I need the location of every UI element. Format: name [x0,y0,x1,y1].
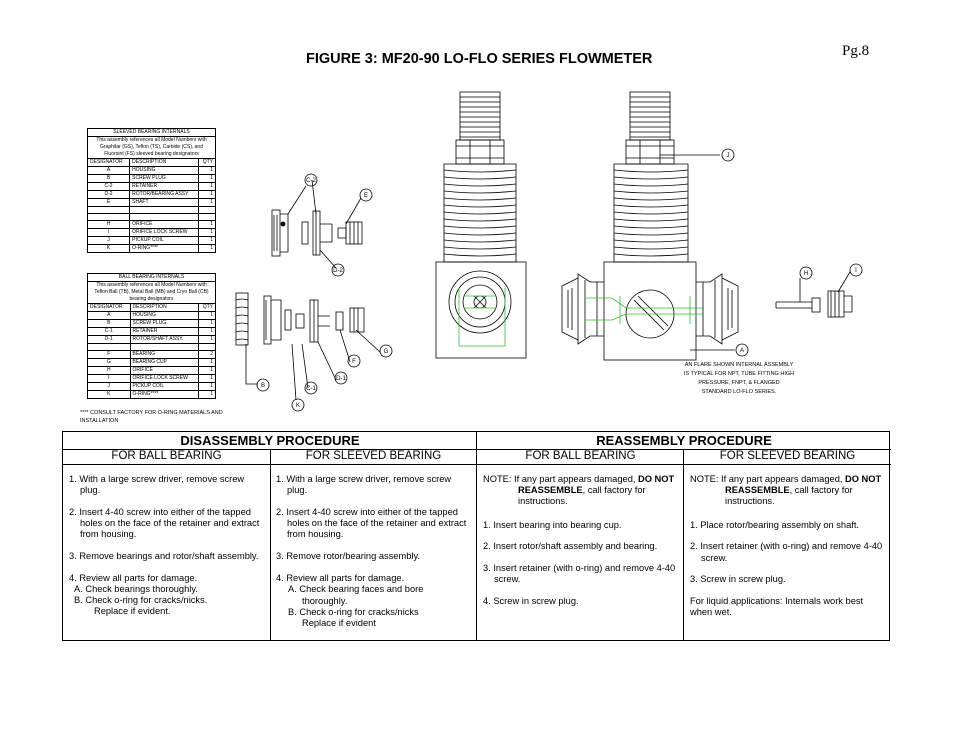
ball-table-note: This assembly references all Model Numbe… [87,281,216,304]
table-row [86,206,217,214]
callout-c2: C-2 [306,178,316,184]
col-description: DESCRIPTION [129,158,199,167]
col-designator: DESIGNATOR [87,303,131,312]
meter-left-drawing [435,91,527,359]
procedure-table: DISASSEMBLY PROCEDURE REASSEMBLY PROCEDU… [62,431,891,641]
ball-table-title: BALL BEARING INTERNALS [87,273,216,282]
sleeved-bearing-table: SLEEVED BEARING INTERNALS This assembly … [86,128,217,253]
callout-g: G [384,349,389,355]
callout-d2: D-2 [333,268,343,274]
reassembly-sleeved-subheading: FOR SLEEVED BEARING [684,449,891,465]
table-row [87,343,217,351]
callout-leaders [245,154,851,401]
page-number: Pg.8 [842,43,870,59]
col-qty: QTY [197,158,217,167]
col-qty: QTY [197,303,217,312]
column-divider [270,449,271,641]
flowmeter-drawing: C-2 E D-2 F G D-1 B C-1 K J A H I [235,91,863,412]
callout-c1: C-1 [306,386,316,392]
ball-bearing-table: BALL BEARING INTERNALS This assembly ref… [87,273,217,399]
col-designator: DESIGNATOR [86,158,131,167]
ball-internals-drawing [235,292,365,346]
disassembly-heading: DISASSEMBLY PROCEDURE [63,432,477,450]
callout-f: F [352,359,356,365]
disassembly-ball-steps: 1. With a large screw driver, remove scr… [69,474,260,617]
table-row [86,213,217,221]
callout-a: A [740,348,744,354]
column-divider [683,449,684,641]
callout-h: H [804,271,808,277]
o-ring-consult-note: **** CONSULT FACTORY FOR O-RING MATERIAL… [80,410,223,424]
callout-b: B [261,383,265,389]
col-description: DESCRIPTION [129,303,199,312]
reassembly-heading: REASSEMBLY PROCEDURE [477,432,891,450]
sleeved-table-note: This assembly references all Model Numbe… [87,136,216,159]
an-flare-note: AN FLARE SHOWN INTERNAL ASSEMBLY IS TYPI… [683,362,795,395]
disassembly-sleeved-steps: 1. With a large screw driver, remove scr… [276,474,467,629]
figure-title: FIGURE 3: MF20-90 LO-FLO SERIES FLOWMETE… [306,51,653,67]
callout-e: E [364,193,368,199]
reassembly-ball-steps: NOTE: If any part appears damaged, DO NO… [483,474,676,606]
internal-flow-path-right [586,296,704,324]
disassembly-ball-subheading: FOR BALL BEARING [63,449,270,465]
disassembly-sleeved-subheading: FOR SLEEVED BEARING [270,449,477,465]
callout-k: K [296,403,300,409]
section-divider [476,432,477,641]
callout-circles [256,148,863,412]
reassembly-sleeved-steps: NOTE: If any part appears damaged, DO NO… [690,474,883,618]
sleeved-internals-drawing [271,209,363,257]
callout-i: I [855,268,857,274]
reassembly-ball-subheading: FOR BALL BEARING [477,449,684,465]
sleeved-table-title: SLEEVED BEARING INTERNALS [87,128,216,137]
orifice-parts-drawing [775,290,853,318]
callout-d1: D-1 [336,376,346,382]
callout-j: J [727,153,730,159]
internal-flow-path-left [458,288,506,347]
